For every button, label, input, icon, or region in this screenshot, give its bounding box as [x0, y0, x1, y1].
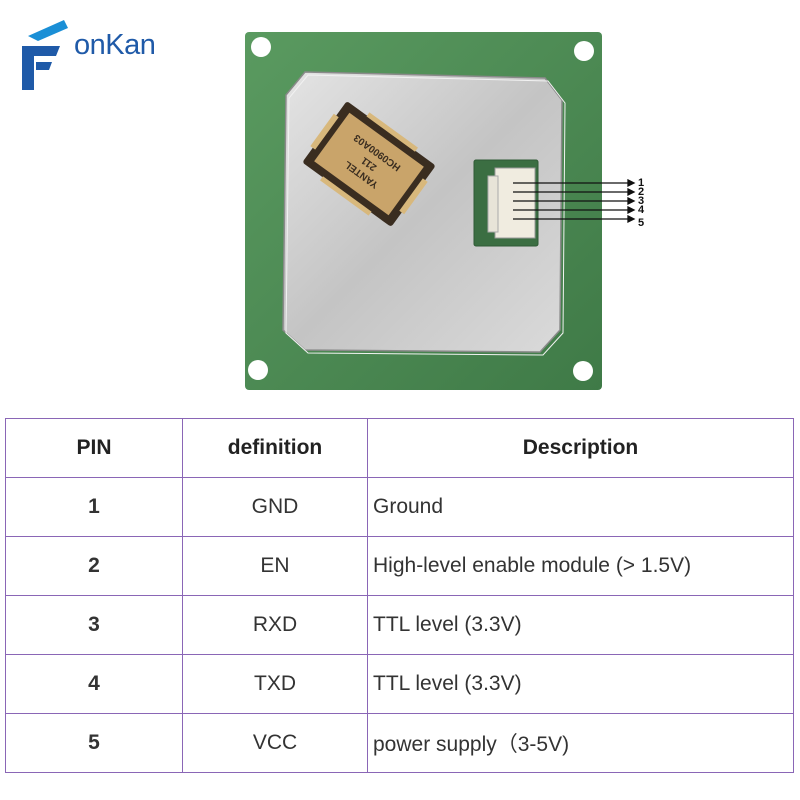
pin-definition: VCC: [182, 713, 368, 773]
pin-number: 4: [5, 654, 183, 714]
pin-number: 5: [5, 713, 183, 773]
table-row: 5 VCC power supply（3-5V): [5, 713, 794, 773]
pin-callout-2: 2: [638, 186, 644, 198]
mounting-hole-icon: [574, 41, 594, 61]
logo-text: onKan: [74, 29, 156, 61]
pin-definition: EN: [182, 536, 368, 596]
mounting-hole-icon: [573, 361, 593, 381]
pin-number: 3: [5, 595, 183, 655]
fonkan-f-logo-icon: [22, 20, 68, 90]
table-row: 1 GND Ground: [5, 477, 794, 537]
connector: [494, 167, 536, 239]
brand-logo: onKan: [14, 14, 194, 94]
module-photo: YANTEL 211 HC0900A03 1 2 3 4 5: [245, 32, 645, 390]
pin-definition: TXD: [182, 654, 368, 714]
table-row: 2 EN High-level enable module (> 1.5V): [5, 536, 794, 596]
chip: YANTEL 211 HC0900A03: [303, 102, 435, 226]
table-header-row: PIN definition Description: [5, 418, 794, 478]
mounting-hole-icon: [251, 37, 271, 57]
table-row: 3 RXD TTL level (3.3V): [5, 595, 794, 655]
pin-description: TTL level (3.3V): [367, 595, 794, 655]
pin-description: Ground: [367, 477, 794, 537]
pin-callout-1: 1: [638, 177, 644, 189]
mounting-hole-icon: [248, 360, 268, 380]
pin-description: TTL level (3.3V): [367, 654, 794, 714]
pin-callout-3: 3: [638, 195, 644, 207]
pin-callout-5: 5: [638, 217, 644, 229]
pin-description: power supply（3-5V): [367, 713, 794, 773]
header-pin: PIN: [5, 418, 183, 478]
header-description: Description: [367, 418, 794, 478]
pin-callouts: [513, 178, 636, 224]
pin-definition: GND: [182, 477, 368, 537]
pin-callout-4: 4: [638, 204, 645, 216]
pin-description: High-level enable module (> 1.5V): [367, 536, 794, 596]
pin-number: 1: [5, 477, 183, 537]
header-definition: definition: [182, 418, 368, 478]
pin-number: 2: [5, 536, 183, 596]
pin-definition-table: PIN definition Description 1 GND Ground …: [5, 418, 794, 773]
table-row: 4 TXD TTL level (3.3V): [5, 654, 794, 714]
pin-definition: RXD: [182, 595, 368, 655]
